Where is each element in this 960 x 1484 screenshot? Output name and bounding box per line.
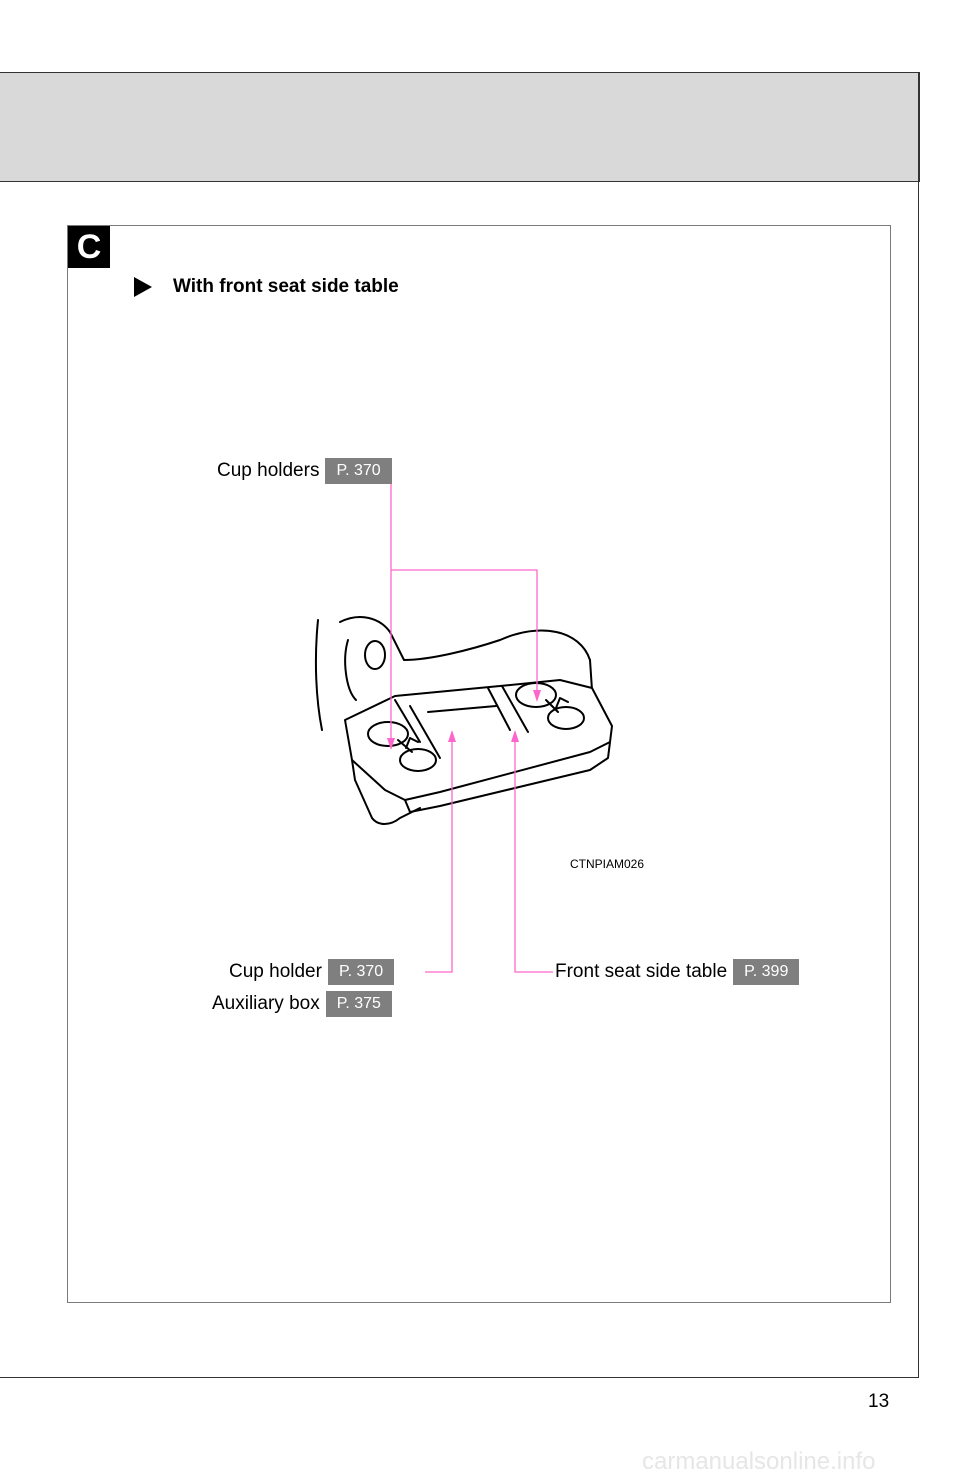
- watermark: carmanualsonline.info: [642, 1448, 876, 1475]
- bottom-page-rule: [0, 1377, 919, 1378]
- section-panel: [67, 225, 891, 1303]
- auxiliary-box-label: Auxiliary box: [212, 993, 320, 1014]
- seat-table-drawing: [314, 616, 613, 825]
- callout-front-seat-side-table: Front seat side table P. 399: [555, 959, 800, 985]
- illustration-code: CTNPIAM026: [570, 857, 645, 871]
- leader-lines: [390, 484, 553, 973]
- leader-arrowheads: [387, 690, 541, 750]
- page-number: 13: [868, 1391, 890, 1412]
- callout-cup-holders: Cup holders P. 370: [217, 458, 392, 484]
- cup-holders-page-ref[interactable]: P. 370: [325, 458, 392, 484]
- cup-holders-label: Cup holders: [217, 460, 320, 481]
- callout-auxiliary-box: Auxiliary box P. 375: [212, 991, 392, 1017]
- front-seat-side-table-label: Front seat side table: [555, 961, 728, 982]
- cup-holder-label: Cup holder: [229, 961, 322, 982]
- auxiliary-box-page-ref[interactable]: P. 375: [325, 991, 392, 1017]
- right-page-rule: [918, 72, 919, 1378]
- callout-cup-holder: Cup holder P. 370: [229, 959, 395, 985]
- subtitle-text: With front seat side table: [173, 276, 399, 297]
- triangle-bullet-icon: [134, 277, 152, 297]
- section-subtitle: With front seat side table: [134, 276, 399, 298]
- cup-holder-page-ref[interactable]: P. 370: [327, 959, 395, 985]
- header-band: [0, 72, 920, 182]
- section-letter-badge: C: [68, 226, 110, 268]
- front-seat-side-table-page-ref[interactable]: P. 399: [733, 959, 800, 985]
